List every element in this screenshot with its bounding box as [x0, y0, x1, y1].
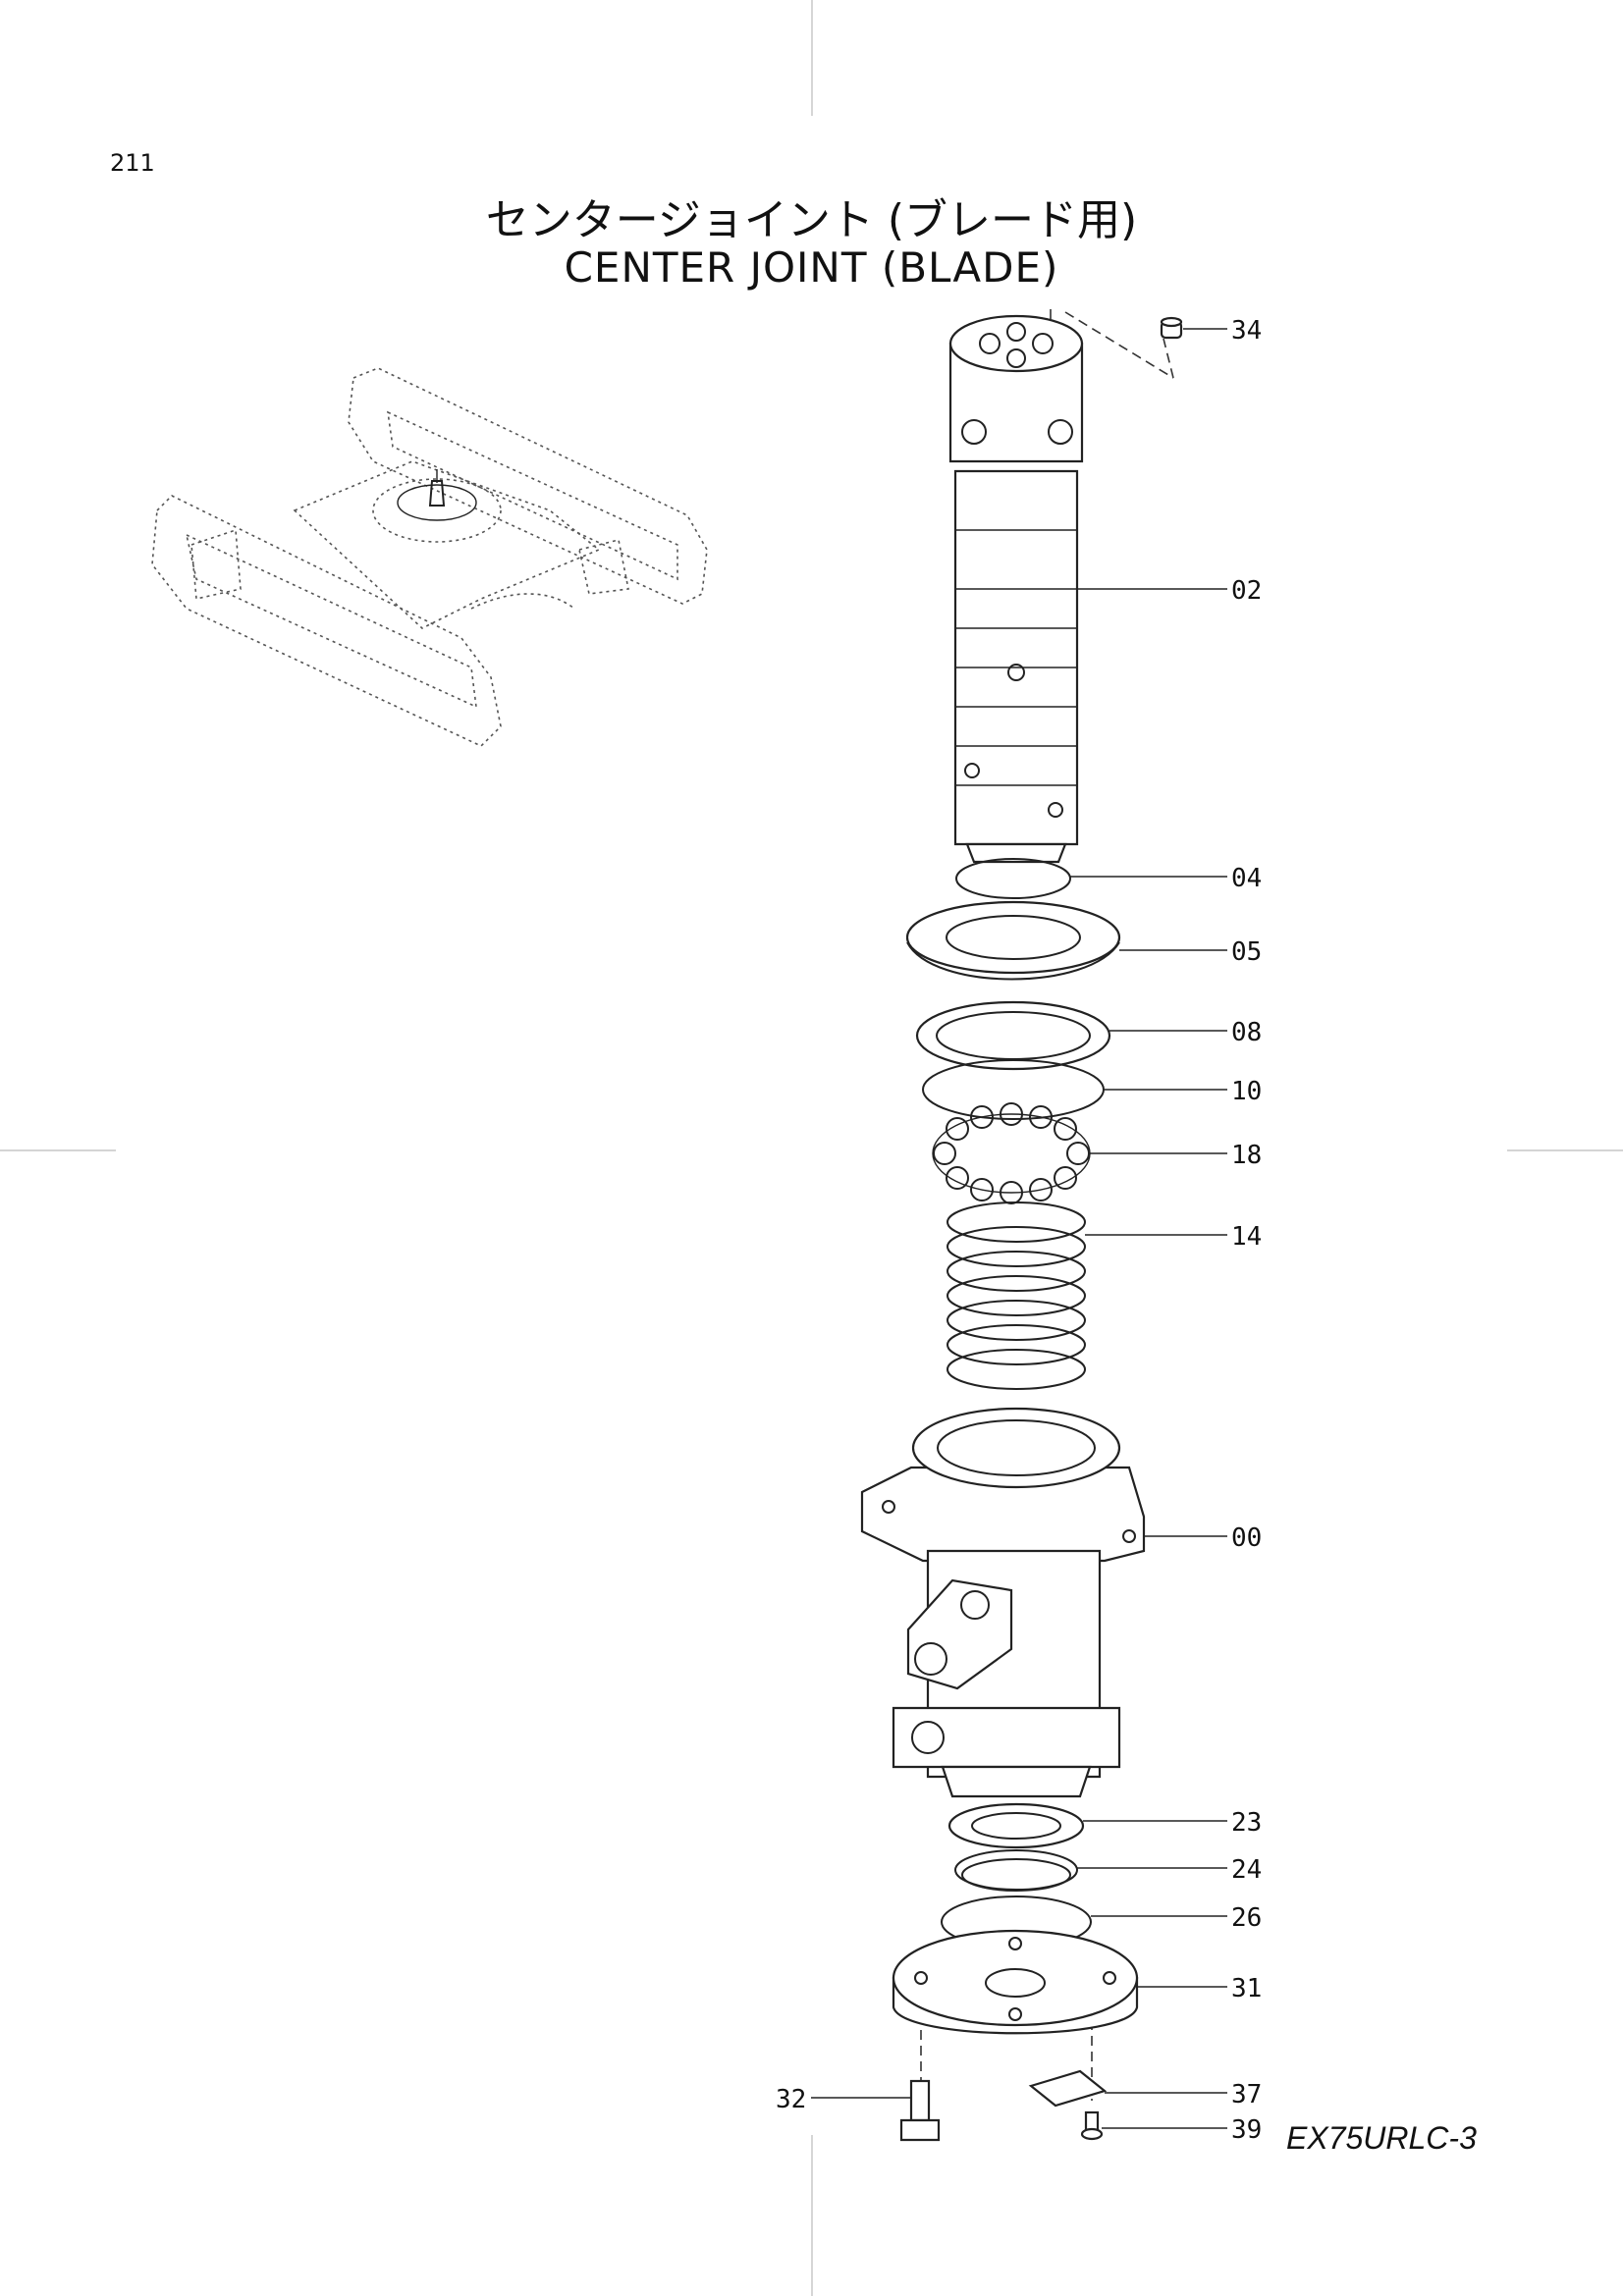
- callout-label: 31: [1231, 1974, 1262, 2003]
- undercarriage-illustration: [151, 367, 708, 747]
- model-label: EX75URLC-3: [1286, 2120, 1477, 2156]
- part-32-bolt: [899, 2079, 941, 2142]
- callout-label: 05: [1231, 937, 1262, 967]
- part-02-spindle: [948, 314, 1084, 864]
- part-31-cover-plate: [892, 1929, 1139, 2035]
- part-34-plug: [1160, 316, 1183, 340]
- part-37-name-plate: [1028, 2069, 1108, 2108]
- callout-label: 08: [1231, 1018, 1262, 1047]
- callout-label: 34: [1231, 316, 1262, 346]
- callout-label: 39: [1231, 2115, 1262, 2145]
- part-00-body: [860, 1407, 1146, 1798]
- callout-label: 02: [1231, 576, 1262, 606]
- callout-label: 32: [776, 2085, 806, 2114]
- leader-lines: [811, 328, 1227, 2129]
- title-japanese: センタージョイント (ブレード用): [485, 195, 1138, 245]
- part-39-screw: [1080, 2110, 1104, 2141]
- callout-labels: 34 02 04 05 08 10 18 14 00 23 24 26 31 3…: [776, 316, 1262, 2145]
- part-18-bearing-balls: [932, 1102, 1091, 1204]
- part-24-snap-ring: [954, 1849, 1078, 1892]
- page-number: 211: [110, 149, 155, 177]
- callout-label: 24: [1231, 1855, 1262, 1885]
- callout-label: 37: [1231, 2080, 1262, 2109]
- callout-label: 14: [1231, 1222, 1262, 1252]
- part-14-seal-stack: [947, 1201, 1086, 1390]
- part-23-ring: [947, 1802, 1085, 1849]
- part-05-cover: [905, 900, 1121, 981]
- callout-label: 26: [1231, 1903, 1262, 1933]
- part-08-seal: [915, 1000, 1111, 1071]
- callout-label: 10: [1231, 1077, 1262, 1106]
- callout-label: 00: [1231, 1523, 1262, 1553]
- part-04-o-ring: [955, 858, 1071, 899]
- title-english: CENTER JOINT (BLADE): [564, 243, 1059, 292]
- callout-label: 04: [1231, 864, 1262, 893]
- callout-label: 18: [1231, 1141, 1262, 1170]
- callout-label: 23: [1231, 1808, 1262, 1838]
